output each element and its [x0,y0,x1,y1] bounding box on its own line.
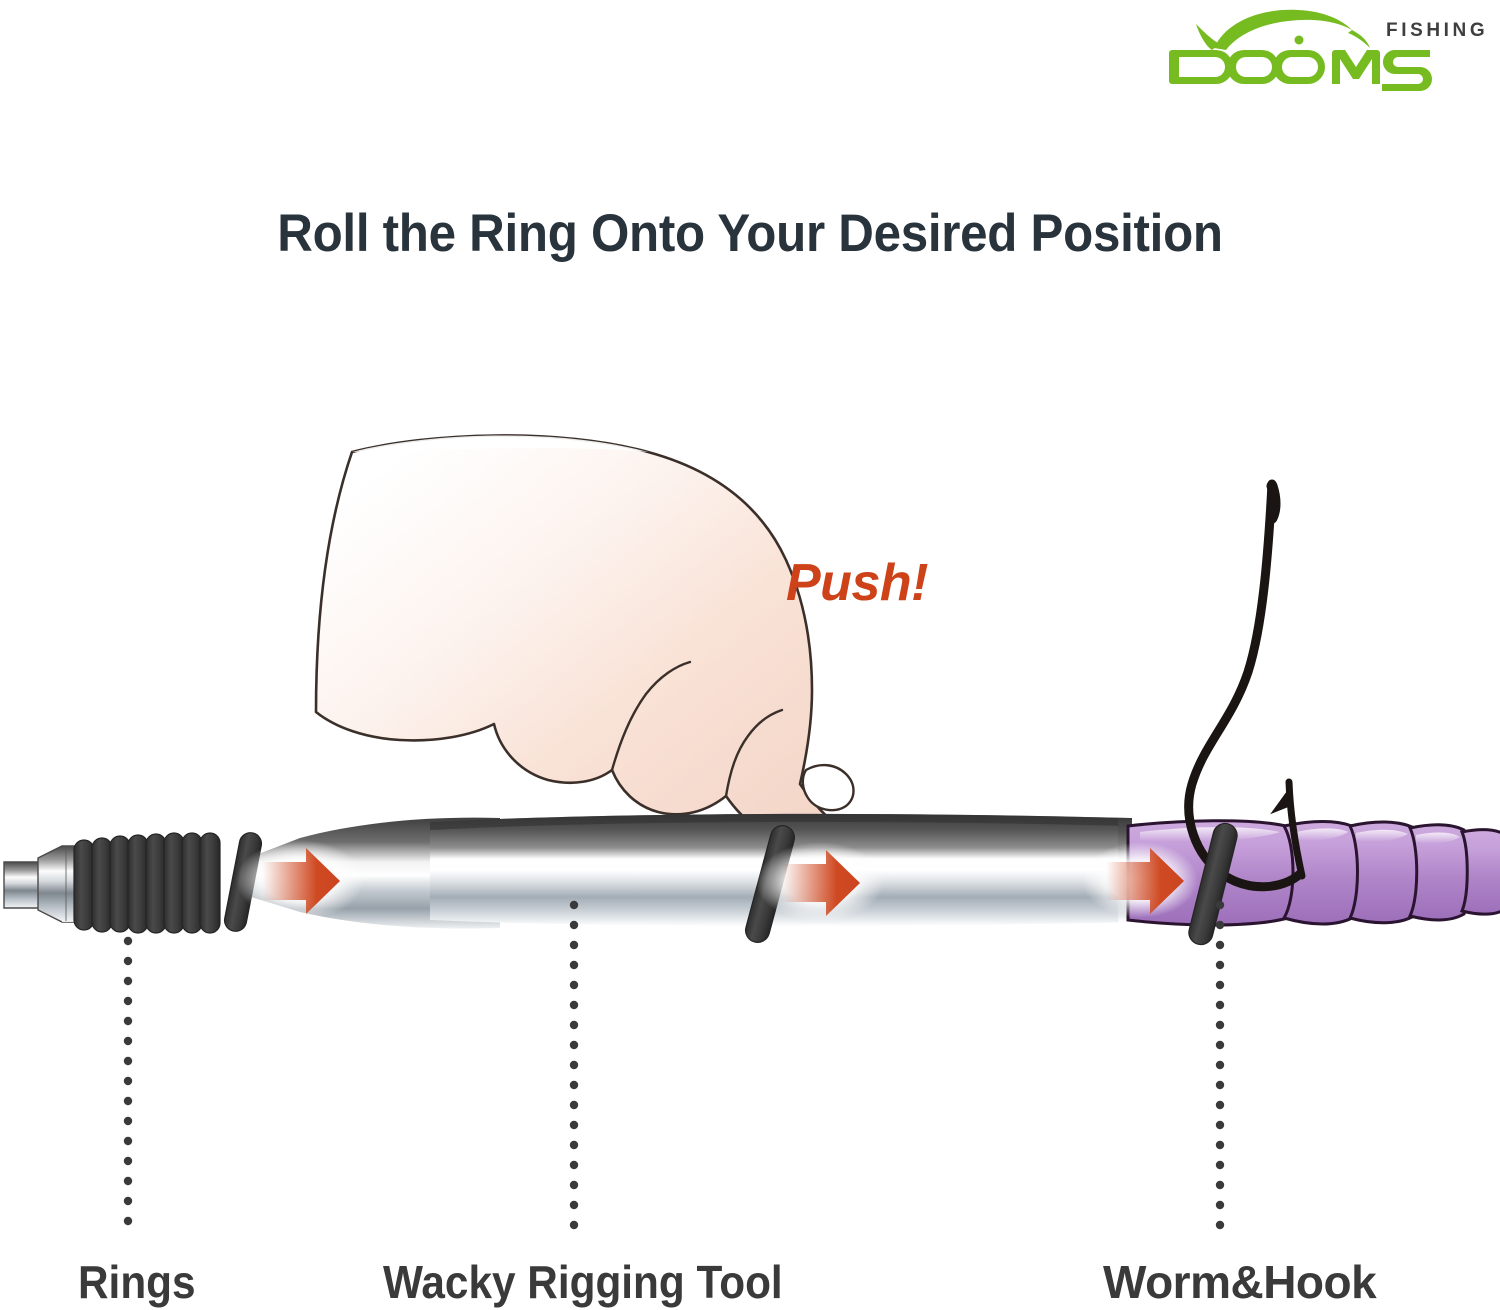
direction-arrow-icon [756,842,884,922]
o-ring-on-worm [1188,822,1238,946]
direction-arrow-icon [1082,842,1198,918]
svg-text:FISHING: FISHING [1386,20,1486,41]
booms-wordmark [1169,35,1432,91]
callout-label-worm-and-hook: Worm&Hook [1103,1256,1377,1308]
o-rings-icon [73,832,263,934]
push-annotation: Push! [786,554,928,612]
wacky-rigging-tool-icon [248,813,1132,929]
fishing-wordmark: FISHING [1386,20,1486,41]
booms-fishing-logo: FISHING [1156,4,1486,96]
leaping-fish-icon [1196,9,1370,50]
page-title: Roll the Ring Onto Your Desired Position [277,204,1223,263]
callout-leader-line [123,900,1225,1230]
callout-label-wacky-rigging-tool: Wacky Rigging Tool [383,1256,783,1308]
tool-chrome-tip [3,845,79,923]
fishing-hook-icon [1184,479,1306,892]
direction-arrow-icon [236,840,364,920]
callout-label-rings: Rings [78,1256,196,1308]
pointing-hand-icon [314,434,862,850]
